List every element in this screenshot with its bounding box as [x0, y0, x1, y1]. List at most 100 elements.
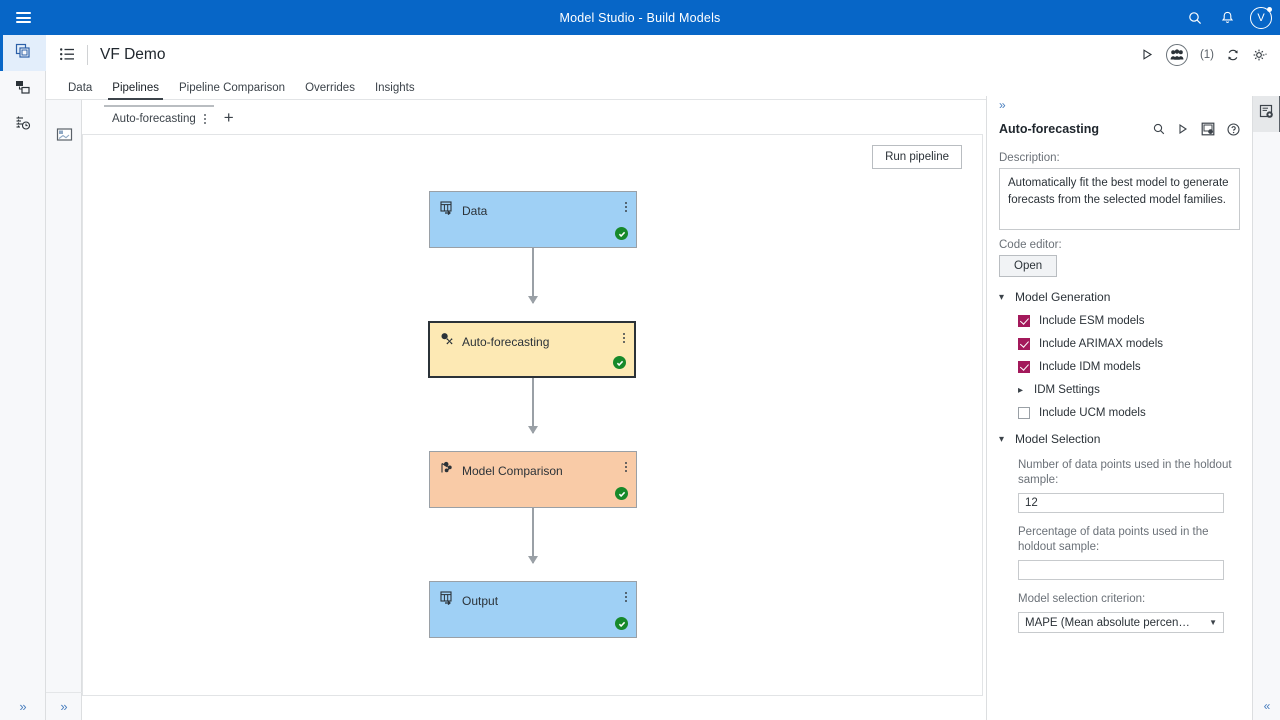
- tab-data[interactable]: Data: [68, 82, 93, 94]
- edge-autoforecasting-to-modelcomparison: [528, 378, 538, 434]
- checkbox-include-arimax-models[interactable]: Include ARIMAX models: [1018, 338, 1240, 350]
- code-editor-label: Code editor:: [999, 239, 1062, 251]
- checkbox-label: Include UCM models: [1039, 407, 1146, 419]
- list-menu-icon[interactable]: [60, 48, 75, 61]
- sidebar-item-schedule[interactable]: [0, 107, 46, 143]
- holdout-percentage-input[interactable]: [1018, 560, 1224, 580]
- node-properties-icon: [1259, 104, 1275, 125]
- notification-bell-icon[interactable]: [1218, 9, 1236, 27]
- right-icon-rail: «: [1252, 96, 1280, 720]
- node-label: Auto-forecasting: [462, 334, 550, 349]
- checkbox-include-idm-models[interactable]: Include IDM models: [1018, 361, 1240, 373]
- top-bar: Model Studio - Build Models V: [0, 0, 1280, 35]
- chevron-right-icon: ▸: [1018, 384, 1024, 396]
- checkbox-include-esm-models[interactable]: Include ESM models: [1018, 315, 1240, 327]
- collaborators-icon[interactable]: [1165, 43, 1188, 66]
- panel-header: Auto-forecasting: [999, 115, 1240, 143]
- run-icon[interactable]: [1141, 48, 1154, 61]
- schedule-icon: [14, 114, 32, 137]
- properties-panel: » Auto-forecasting: [986, 96, 1252, 720]
- holdout-percentage-label: Percentage of data points used in the ho…: [1018, 526, 1209, 553]
- sidebar-item-nodes[interactable]: [0, 71, 46, 107]
- tab-pipelines[interactable]: Pipelines: [102, 82, 169, 100]
- node-menu-icon[interactable]: [625, 462, 627, 472]
- node-menu-icon[interactable]: [623, 333, 625, 343]
- checkbox-label: Include ESM models: [1039, 315, 1145, 327]
- status-badge: [615, 487, 628, 500]
- node-menu-icon[interactable]: [625, 592, 627, 602]
- top-bar-actions: V: [1186, 0, 1272, 35]
- collaborators-count: (1): [1199, 48, 1214, 61]
- chevron-down-icon: ▾: [999, 291, 1005, 303]
- checkbox-icon: [1018, 338, 1030, 350]
- project-actions: (1): [1141, 43, 1268, 66]
- node-auto-forecasting[interactable]: Auto-forecasting: [428, 321, 636, 378]
- pipeline-canvas[interactable]: Run pipeline Data: [82, 134, 983, 696]
- right-rail-collapse-button[interactable]: «: [1263, 699, 1271, 713]
- hamburger-icon[interactable]: [0, 0, 46, 35]
- holdout-count-input[interactable]: [1018, 493, 1224, 513]
- edge-data-to-autoforecasting: [528, 248, 538, 304]
- help-icon[interactable]: [1227, 122, 1240, 136]
- model-selection-criterion-label: Model selection criterion:: [1018, 593, 1146, 605]
- minimap-icon[interactable]: [46, 116, 82, 152]
- section-idm-settings[interactable]: ▸ IDM Settings: [1018, 384, 1240, 396]
- node-label: Data: [462, 203, 488, 218]
- section-label: Model Generation: [1015, 290, 1111, 304]
- canvas-side-rail: »: [46, 96, 82, 720]
- tab-insights[interactable]: Insights: [374, 82, 415, 94]
- description-label: Description:: [999, 152, 1060, 164]
- panel-collapse-button[interactable]: »: [999, 98, 1006, 112]
- project-header: VF Demo (1): [46, 35, 1280, 74]
- status-badge: [615, 227, 628, 240]
- pipeline-tab-auto-forecasting[interactable]: Auto-forecasting: [104, 104, 214, 131]
- search-icon[interactable]: [1153, 123, 1165, 135]
- canvas-rail-collapse-button[interactable]: »: [46, 692, 82, 720]
- status-badge: [615, 617, 628, 630]
- edge-modelcomparison-to-output: [528, 508, 538, 564]
- tab-overrides[interactable]: Overrides: [305, 82, 355, 94]
- header-divider: [87, 44, 88, 65]
- chevron-down-icon: ▾: [999, 433, 1005, 445]
- node-label: Model Comparison: [462, 463, 563, 478]
- checkbox-label: Include ARIMAX models: [1039, 338, 1164, 350]
- page-title: VF Demo: [100, 45, 166, 63]
- gear-icon[interactable]: [1252, 48, 1268, 62]
- app-title: Model Studio - Build Models: [559, 10, 721, 25]
- section-model-selection[interactable]: ▾ Model Selection: [999, 432, 1240, 446]
- section-label: Model Selection: [1015, 432, 1101, 446]
- node-label: Output: [462, 593, 499, 608]
- checkbox-include-ucm-models[interactable]: Include UCM models: [1018, 407, 1240, 419]
- panel-title: Auto-forecasting: [999, 122, 1099, 136]
- status-badge: [613, 356, 626, 369]
- refresh-icon[interactable]: [1226, 48, 1240, 62]
- panel-header-actions: [1153, 122, 1240, 136]
- data-table-export-icon: [440, 591, 454, 610]
- avatar[interactable]: V: [1250, 6, 1272, 29]
- node-menu-icon[interactable]: [625, 202, 627, 212]
- nodes-icon: [14, 78, 32, 101]
- left-rail-collapse-button[interactable]: »: [19, 698, 27, 714]
- chevron-down-icon: ▼: [1209, 618, 1217, 627]
- run-icon[interactable]: [1177, 123, 1189, 135]
- main-tabs: Data Pipelines Pipeline Comparison Overr…: [46, 74, 1280, 100]
- checkbox-icon: [1018, 315, 1030, 327]
- run-pipeline-button[interactable]: Run pipeline: [872, 145, 962, 169]
- node-model-comparison[interactable]: Model Comparison: [429, 451, 637, 508]
- open-code-editor-button[interactable]: Open: [999, 255, 1058, 277]
- holdout-count-label: Number of data points used in the holdou…: [1018, 459, 1232, 486]
- tab-pipeline-comparison[interactable]: Pipeline Comparison: [178, 82, 286, 94]
- node-properties-tab[interactable]: [1253, 96, 1280, 132]
- model-selection-criterion-select[interactable]: MAPE (Mean absolute percen… ▼: [1018, 612, 1224, 633]
- node-output[interactable]: Output: [429, 581, 637, 638]
- model-comparison-icon: [440, 461, 454, 480]
- auto-forecasting-icon: [440, 332, 454, 351]
- search-icon[interactable]: [1186, 9, 1204, 27]
- node-data[interactable]: Data: [429, 191, 637, 248]
- section-model-generation[interactable]: ▾ Model Generation: [999, 290, 1240, 304]
- add-pipeline-button[interactable]: +: [223, 108, 234, 127]
- pipeline-tab-menu-icon[interactable]: [203, 113, 206, 124]
- checkbox-icon: [1018, 361, 1030, 373]
- results-icon[interactable]: [1201, 122, 1215, 136]
- sidebar-item-pipelines[interactable]: [0, 35, 46, 71]
